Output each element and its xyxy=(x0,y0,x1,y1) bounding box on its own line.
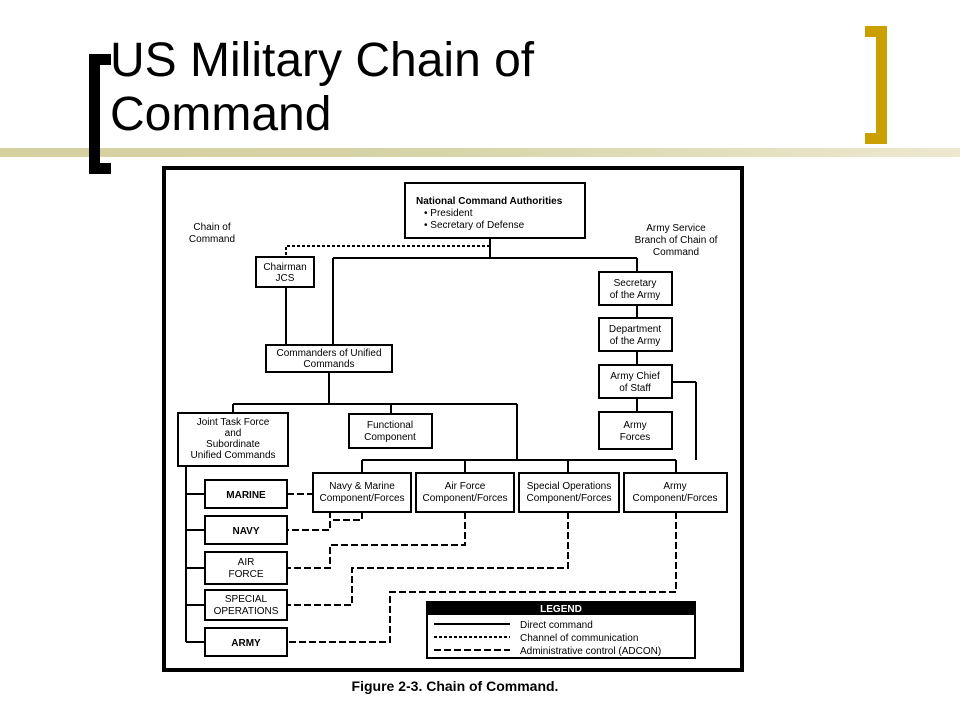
legend-channel-label: Channel of communication xyxy=(520,633,638,644)
org-chart: Chain of Command Army Service Branch of … xyxy=(177,182,728,659)
air-force-box-line-2: FORCE xyxy=(229,569,264,580)
jtf-line-2: and xyxy=(225,428,242,439)
nca-item-secdef: • Secretary of Defense xyxy=(424,220,525,231)
navy-marine-component-line-1: Navy & Marine xyxy=(329,481,395,492)
chairman-jcs-line-1: Chairman xyxy=(263,262,306,273)
chairman-jcs-line-2: JCS xyxy=(276,273,295,284)
nca-title: National Command Authorities xyxy=(416,196,563,207)
functional-component-line-1: Functional xyxy=(367,420,413,431)
department-army-line-1: Department xyxy=(609,324,661,335)
legend-adcon-label: Administrative control (ADCON) xyxy=(520,646,661,657)
chain-of-command-label-line-2: Command xyxy=(189,234,235,245)
air-force-component-line-2: Component/Forces xyxy=(422,493,507,504)
communication-lines xyxy=(285,238,491,260)
army-forces-line-1: Army xyxy=(623,420,646,431)
slide-title-line-2: Command xyxy=(110,88,332,141)
chain-of-command-label-line-1: Chain of xyxy=(193,222,230,233)
army-component-line-1: Army xyxy=(663,481,686,492)
legend: LEGEND Direct command Channel of communi… xyxy=(426,601,696,659)
jtf-line-4: Unified Commands xyxy=(190,450,275,461)
army-chief-staff-line-2: of Staff xyxy=(619,383,651,394)
army-branch-label-line-2: Branch of Chain of xyxy=(635,235,718,246)
right-bracket-decoration xyxy=(865,26,887,144)
slide-title: US Military Chain of Command xyxy=(110,34,710,142)
air-force-box-line-1: AIR xyxy=(238,557,255,568)
army-forces-line-2: Forces xyxy=(620,432,651,443)
air-force-component-line-1: Air Force xyxy=(445,481,486,492)
legend-direct-label: Direct command xyxy=(520,620,593,631)
secretary-army-line-1: Secretary xyxy=(614,278,657,289)
jtf-line-3: Subordinate xyxy=(206,439,260,450)
navy-box-label: NAVY xyxy=(232,526,259,537)
special-ops-box-line-1: SPECIAL xyxy=(225,594,268,605)
jtf-line-1: Joint Task Force xyxy=(197,417,270,428)
secretary-army-line-2: of the Army xyxy=(610,290,661,301)
functional-component-line-2: Component xyxy=(364,432,416,443)
figure-caption: Figure 2-3. Chain of Command. xyxy=(351,678,559,694)
cuc-line-1: Commanders of Unified xyxy=(276,348,381,359)
cuc-line-2: Commands xyxy=(303,359,354,370)
chain-of-command-figure: Chain of Command Army Service Branch of … xyxy=(162,166,744,672)
department-army-line-2: of the Army xyxy=(610,336,661,347)
army-box-label: ARMY xyxy=(231,638,261,649)
army-branch-label-line-1: Army Service xyxy=(646,223,706,234)
special-ops-box-line-2: OPERATIONS xyxy=(214,606,279,617)
nca-item-president: • President xyxy=(424,208,473,219)
army-branch-label-line-3: Command xyxy=(653,247,699,258)
direct-command-lines xyxy=(185,238,697,643)
left-bracket-decoration xyxy=(89,54,111,174)
navy-marine-component-line-2: Component/Forces xyxy=(319,493,404,504)
special-ops-component-line-2: Component/Forces xyxy=(526,493,611,504)
army-chief-staff-line-1: Army Chief xyxy=(610,371,660,382)
node-boxes xyxy=(177,182,728,657)
marine-box-label: MARINE xyxy=(226,490,266,501)
special-ops-component-line-1: Special Operations xyxy=(527,481,612,492)
title-underline-bar xyxy=(0,148,960,157)
slide-title-line-1: US Military Chain of xyxy=(110,34,535,87)
legend-title: LEGEND xyxy=(540,604,582,615)
army-component-line-2: Component/Forces xyxy=(632,493,717,504)
